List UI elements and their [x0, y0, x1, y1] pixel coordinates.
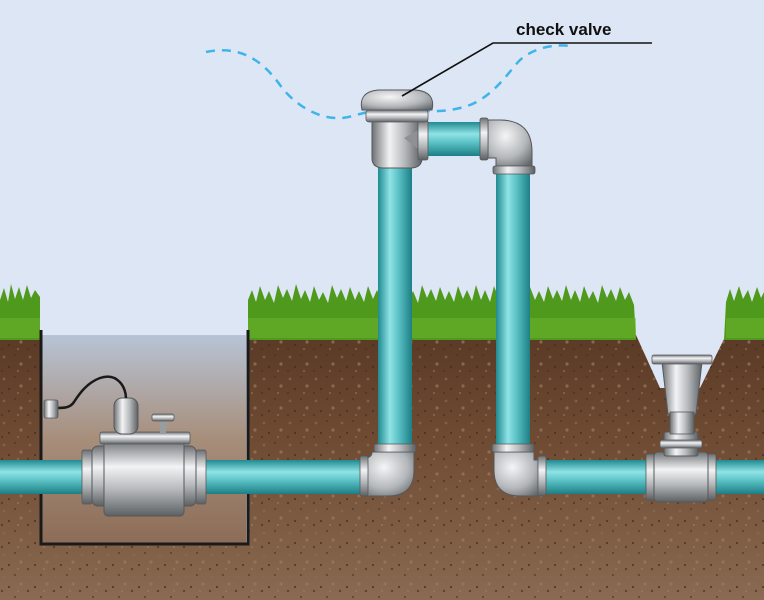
water-level-line — [205, 44, 571, 120]
elbow-top-right — [479, 117, 536, 175]
riser-pipe-right — [496, 172, 530, 450]
callout-leader — [401, 42, 652, 97]
check-valve — [360, 89, 434, 169]
grass — [0, 284, 764, 340]
elbow-bottom-right — [491, 443, 547, 497]
sprinkler-head — [645, 354, 717, 503]
riser-pipe-left — [378, 165, 412, 450]
check-valve-label: check valve — [516, 20, 612, 39]
solenoid-valve — [43, 375, 207, 517]
elbow-bottom-left — [359, 443, 417, 497]
